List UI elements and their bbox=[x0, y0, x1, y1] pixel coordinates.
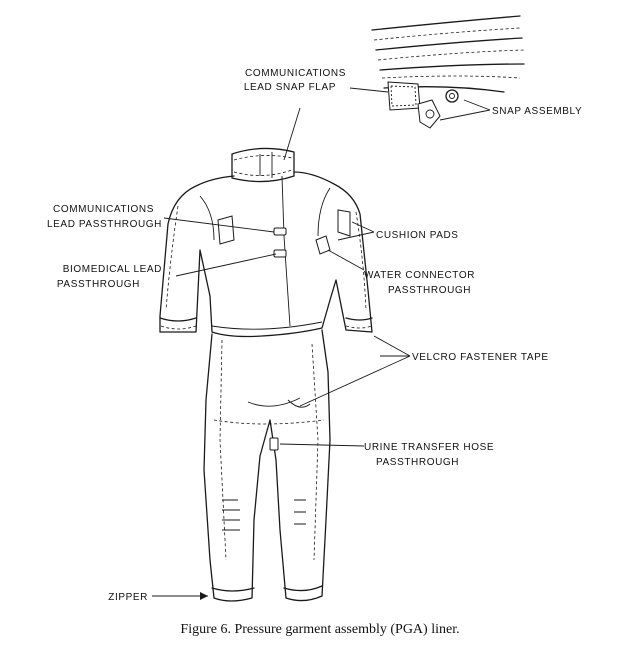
cushion-pad-left bbox=[217, 215, 235, 245]
label-comms-passthrough-line1: COMMUNICATIONS bbox=[53, 204, 154, 215]
water-connector-icon bbox=[315, 235, 331, 255]
cushion-pad-right bbox=[337, 209, 351, 237]
label-comms-passthrough-line2: LEAD PASSTHROUGH bbox=[47, 219, 162, 230]
snap-flap-detail bbox=[371, 15, 525, 129]
label-biomedical-line2: PASSTHROUGH bbox=[57, 279, 140, 290]
comms-passthrough-icon bbox=[273, 227, 287, 236]
velcro-strip-icon bbox=[222, 499, 240, 531]
snap-button-icon bbox=[425, 109, 435, 119]
label-cushion-pads: CUSHION PADS bbox=[376, 230, 459, 241]
biomedical-passthrough-icon bbox=[273, 249, 287, 258]
suit-legs-outline bbox=[203, 329, 331, 602]
label-urine-line2: PASSTHROUGH bbox=[376, 457, 459, 468]
label-snap-assembly: SNAP ASSEMBLY bbox=[492, 106, 582, 117]
label-comms-snap-flap-line2: LEAD SNAP FLAP bbox=[244, 82, 336, 93]
snap-socket-icon bbox=[445, 89, 459, 103]
callout-labels: COMMUNICATIONS LEAD SNAP FLAP SNAP ASSEM… bbox=[47, 68, 582, 603]
label-zipper: ZIPPER bbox=[108, 592, 148, 603]
label-comms-snap-flap-line1: COMMUNICATIONS bbox=[245, 68, 346, 79]
label-urine-line1: URINE TRANSFER HOSE bbox=[364, 442, 494, 453]
label-water-connector-line2: PASSTHROUGH bbox=[388, 285, 471, 296]
label-velcro: VELCRO FASTENER TAPE bbox=[412, 352, 549, 363]
pga-liner-suit bbox=[159, 147, 373, 602]
leader-lines bbox=[152, 87, 491, 600]
suit-fittings bbox=[217, 209, 351, 531]
label-biomedical-line1: BIOMEDICAL LEAD bbox=[63, 264, 162, 275]
suit-torso-outline bbox=[159, 171, 373, 338]
label-water-connector-line1: WATER CONNECTOR bbox=[364, 270, 475, 281]
figure-caption: Figure 6. Pressure garment assembly (PGA… bbox=[180, 622, 460, 637]
neck-collar bbox=[231, 147, 295, 183]
urine-passthrough-icon bbox=[269, 437, 279, 451]
